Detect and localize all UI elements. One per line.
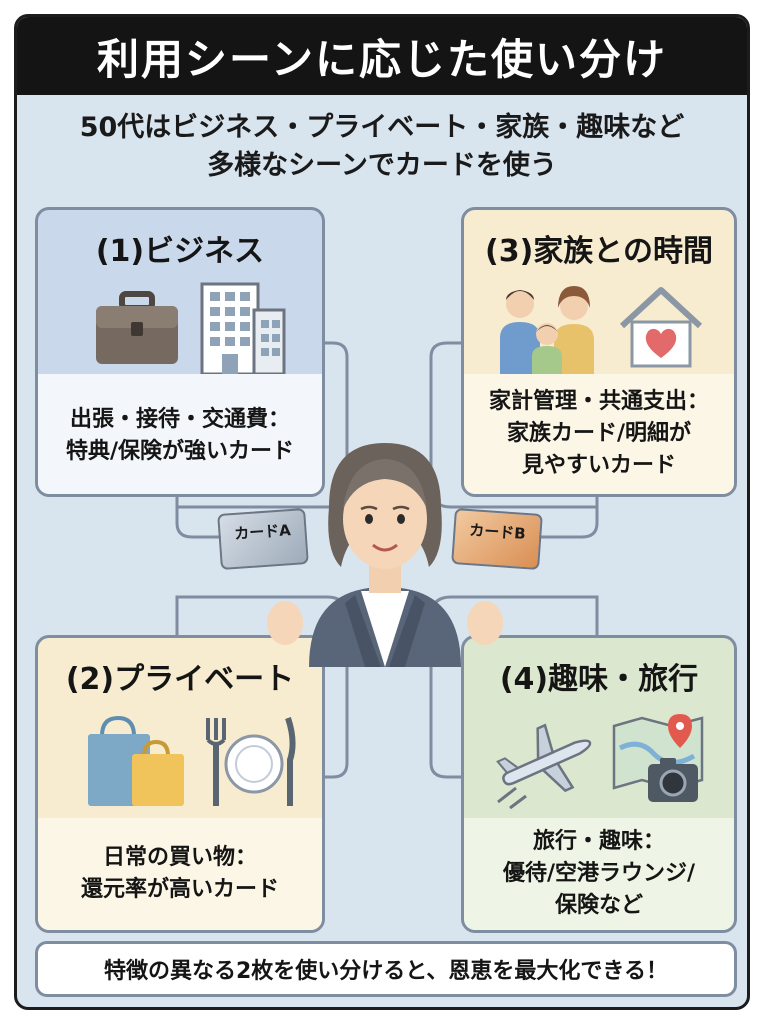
map-camera-icon <box>612 714 704 802</box>
page-title: 利用シーンに応じた使い分け <box>97 34 667 84</box>
infographic-frame: 利用シーンに応じた使い分け 50代はビジネス・プライベート・家族・趣味など 多様… <box>14 14 750 1010</box>
shopping-bags-icon <box>88 715 184 806</box>
panel-hobby-line-2: 優待/空港ラウンジ/ <box>502 861 696 886</box>
panel-family-line-2: 家族カード/明細が <box>506 421 692 446</box>
subtitle-line-2: 多様なシーンでカードを使う <box>207 150 557 181</box>
panel-hobby-travel: (4)趣味・旅行 旅行・趣味： 優待/空港ラウンジ/ <box>461 635 737 933</box>
panel-family-line-3: 見やすいカード <box>521 453 676 478</box>
panel-hobby-desc: 旅行・趣味： 優待/空港ラウンジ/ 保険など <box>464 826 734 922</box>
house-heart-icon <box>619 287 703 368</box>
panel-business-desc: 出張・接待・交通費： 特典/保険が強いカード <box>38 404 322 468</box>
panel-family-desc-area <box>464 374 734 494</box>
panel-private-line-1: 日常の買い物： <box>102 845 257 870</box>
panel-private-desc-area <box>38 818 322 930</box>
title-bar: 利用シーンに応じた使い分け <box>17 17 747 95</box>
panel-family-desc: 家計管理・共通支出： 家族カード/明細が 見やすいカード <box>464 386 734 482</box>
family-icon <box>500 286 594 374</box>
card-a-label: カードA <box>233 521 292 543</box>
woman-illustration <box>267 443 503 667</box>
card-b-label: カードB <box>468 521 527 543</box>
panel-family-heading: (3)家族との時間 <box>485 234 713 269</box>
dining-icon <box>206 717 296 806</box>
panel-business-desc-area <box>38 374 322 494</box>
panel-business-line-2: 特典/保険が強いカード <box>65 439 295 464</box>
panel-family: (3)家族との時間 家計管理・共通支出： 家族カード/明細が 見やすいカード <box>461 207 737 497</box>
panel-hobby-heading: (4)趣味・旅行 <box>499 662 699 697</box>
office-building-icon <box>200 282 286 376</box>
footer-text: 特徴の異なる2枚を使い分けると、恩恵を最大化できる！ <box>104 959 668 984</box>
panel-hobby-line-3: 保険など <box>554 893 643 918</box>
panel-business: (1)ビジネス 出張・接待・交通費： 特典/保険が強い <box>35 207 325 497</box>
panel-private-desc: 日常の買い物： 還元率が高いカード <box>38 842 322 906</box>
panel-business-heading: (1)ビジネス <box>95 234 265 269</box>
panel-private-line-2: 還元率が高いカード <box>80 877 279 902</box>
panel-private-heading: (2)プライベート <box>65 662 295 697</box>
briefcase-icon <box>96 291 178 364</box>
airplane-icon <box>496 723 592 810</box>
panel-hobby-line-1: 旅行・趣味： <box>532 829 665 854</box>
footer-message: 特徴の異なる2枚を使い分けると、恩恵を最大化できる！ <box>35 941 737 997</box>
card-a: カードA <box>217 507 309 571</box>
panel-hobby-desc-area <box>464 818 734 930</box>
panel-business-line-1: 出張・接待・交通費： <box>69 407 290 432</box>
card-b: カードB <box>451 507 543 571</box>
subtitle-line-1: 50代はビジネス・プライベート・家族・趣味など <box>79 112 685 143</box>
panel-family-line-1: 家計管理・共通支出： <box>488 389 709 414</box>
panel-private: (2)プライベート 日常の買い物： 還元率が高いカード <box>35 635 325 933</box>
subtitle: 50代はビジネス・プライベート・家族・趣味など 多様なシーンでカードを使う <box>17 109 747 185</box>
